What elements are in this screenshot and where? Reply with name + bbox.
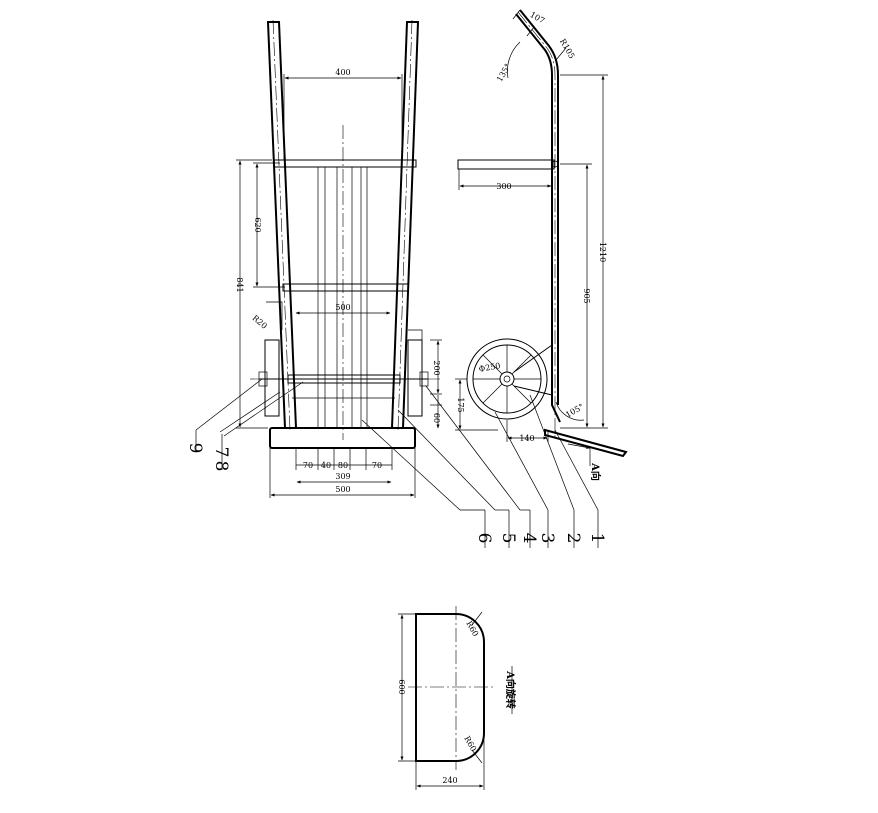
dim-70b: 70 [372, 461, 382, 470]
part-label-7: 7 [211, 447, 231, 458]
left-rail [266, 21, 298, 429]
part-label-1: 1 [587, 533, 607, 544]
dim-200: 200 [432, 360, 441, 375]
mid-crossbar [282, 283, 409, 292]
dim-140: 140 [519, 434, 534, 443]
dim-r20: R20 [251, 313, 269, 330]
dim-600: 600 [397, 679, 406, 694]
dim-175: 175 [456, 397, 465, 412]
dim-top-width: 400 [335, 68, 350, 77]
left-wheel [264, 339, 280, 417]
plate-outline [415, 613, 485, 762]
side-handle-tube [515, 9, 561, 423]
top-crossbar [273, 159, 417, 168]
part-label-4: 4 [519, 533, 539, 544]
plate-view-title: A向旋转 [504, 670, 517, 709]
dim-40: 40 [321, 461, 331, 470]
dim-105deg: 105° [564, 402, 585, 419]
dim-60: 60 [432, 413, 441, 423]
side-part-callouts: 3 2 1 [494, 394, 607, 548]
part-label-8: 8 [211, 461, 231, 472]
dim-309: 309 [335, 472, 350, 481]
part-label-9: 9 [185, 443, 205, 454]
dim-620: 620 [253, 217, 262, 232]
front-part-callouts: 9 7 8 6 5 4 [185, 378, 539, 548]
side-view: 107 135° R105 1210 905 300 Φ250 175 [455, 9, 628, 548]
front-dimensions: 400 620 841 500 R20 200 60 70 [235, 68, 442, 498]
dim-905: 905 [582, 288, 591, 303]
plate-view: 600 240 R60 R60 A向旋转 [397, 606, 517, 790]
dim-r105: R105 [558, 37, 576, 60]
dim-240: 240 [442, 776, 457, 785]
side-wheel [466, 338, 548, 420]
dim-500-base: 500 [335, 485, 350, 494]
dim-841: 841 [235, 277, 244, 292]
base-plate [269, 427, 416, 449]
front-view: 400 620 841 500 R20 200 60 70 [185, 19, 539, 548]
part-label-5: 5 [498, 533, 518, 544]
dim-300: 300 [496, 182, 511, 191]
side-support-arm [457, 159, 555, 170]
vertical-slats [317, 167, 368, 428]
dim-70a: 70 [303, 461, 313, 470]
part-label-6: 6 [474, 533, 494, 544]
right-wheel [407, 339, 423, 417]
dim-135deg: 135° [495, 62, 512, 83]
dim-r60-bottom: R60 [462, 734, 478, 753]
dim-500-inner: 500 [335, 303, 350, 312]
part-label-3: 3 [537, 533, 557, 544]
dim-r60-top: R60 [464, 619, 480, 638]
part-label-2: 2 [563, 533, 583, 544]
dim-1210: 1210 [598, 242, 607, 262]
dim-80: 80 [338, 461, 348, 470]
dim-wheel-dia: Φ250 [478, 361, 501, 374]
side-axle-bracket [513, 344, 553, 396]
view-arrow-label: A向 [589, 462, 602, 481]
